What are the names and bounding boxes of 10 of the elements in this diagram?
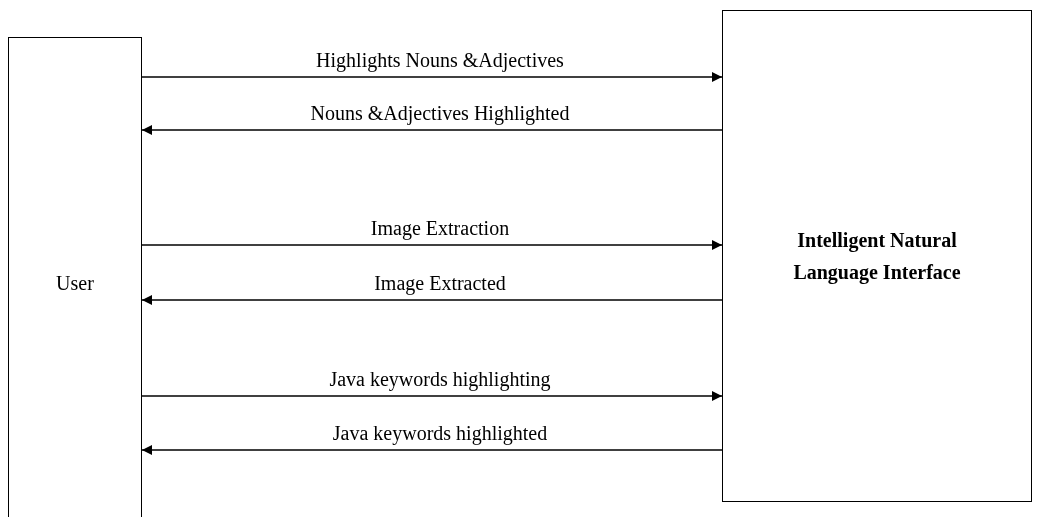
arrow xyxy=(141,295,723,305)
arrow xyxy=(141,391,723,401)
system-box xyxy=(722,10,1032,502)
actor-box xyxy=(8,37,142,517)
arrow xyxy=(141,240,723,250)
actor-label: User xyxy=(56,270,94,296)
arrow xyxy=(141,72,723,82)
arrow xyxy=(141,445,723,455)
arrow xyxy=(141,125,723,135)
system-label: Intelligent Natural Language Interface xyxy=(792,228,962,286)
